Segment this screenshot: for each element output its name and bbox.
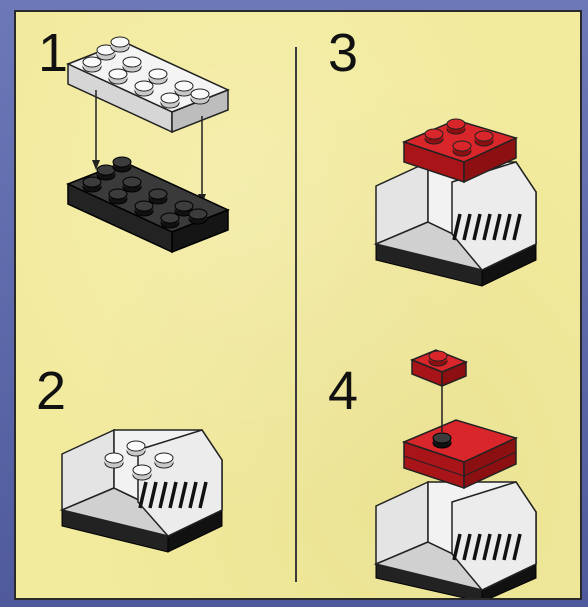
step-1-white-plate bbox=[68, 37, 228, 132]
instruction-drawings bbox=[16, 12, 582, 600]
step-2-assembly bbox=[62, 430, 222, 552]
step-1-black-plate bbox=[68, 157, 228, 252]
step-3-assembly bbox=[376, 119, 536, 286]
instruction-panel: 1 3 2 4 bbox=[14, 10, 582, 600]
step-4-assembly bbox=[376, 420, 536, 600]
step-4-red-brick bbox=[412, 350, 466, 386]
